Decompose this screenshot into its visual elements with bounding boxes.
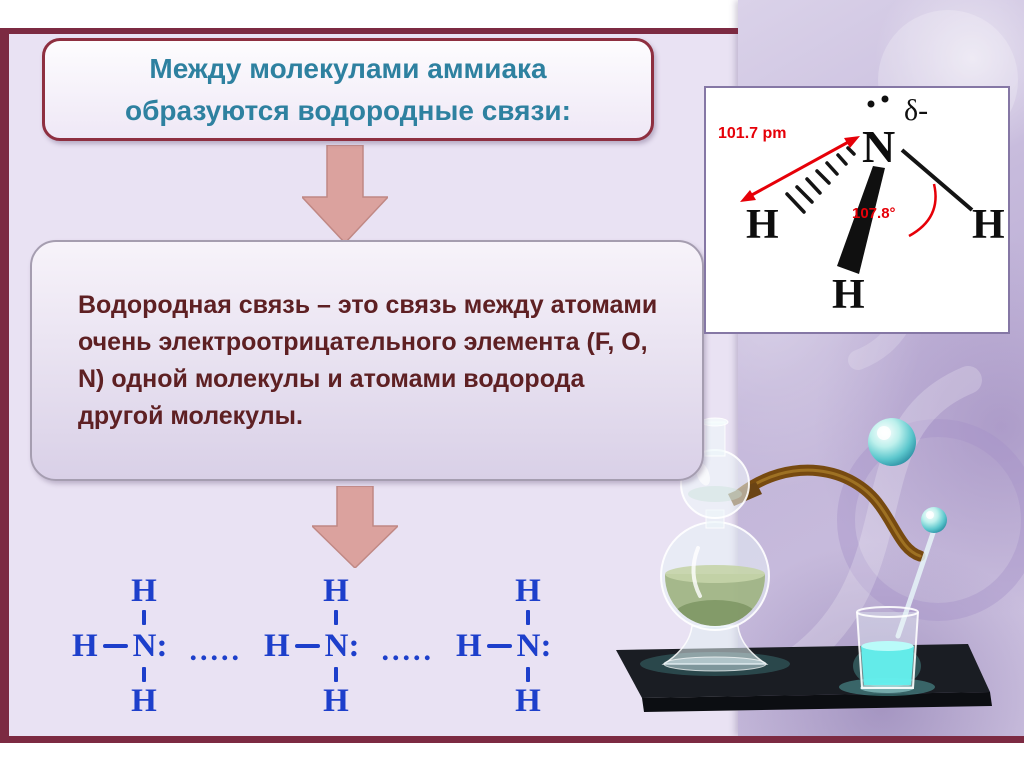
- hydrogen-bond-dots: .....: [381, 634, 434, 667]
- solid-wedge-bond: [837, 166, 885, 274]
- title-box: Между молекулами аммиака образуются водо…: [42, 38, 654, 141]
- beaker: [853, 606, 921, 689]
- n-h-bond-horizontal: [486, 644, 512, 648]
- n-h-bond-vertical: [334, 667, 338, 682]
- frame-left-bar: [0, 28, 9, 740]
- title-line-1: Между молекулами аммиака: [149, 52, 547, 84]
- hydrogen-atom-bottom: H: [131, 683, 157, 719]
- hashed-wedge-bond: [785, 146, 856, 214]
- hydrogen-atom-left: H: [72, 628, 98, 664]
- hydrogen-atom-left: H: [264, 628, 290, 664]
- bond-angle-arc: [908, 183, 937, 238]
- lone-pair-dots: [867, 95, 889, 108]
- n-h-bond-vertical: [526, 610, 530, 625]
- down-arrow-2: [312, 486, 398, 568]
- ammonia-molecule-3: H H N: H: [456, 574, 552, 718]
- frame-bottom-line: [0, 736, 1024, 743]
- n-h-bond-horizontal: [294, 644, 320, 648]
- bond-length-arrow: [740, 136, 860, 202]
- hydrogen-atom-top: H: [323, 573, 349, 609]
- ammonia-structure-svg: 101.7 pm 107.8° δ- N H H H: [718, 94, 1005, 318]
- hydrogen-label-right: H: [972, 202, 1005, 248]
- ammonia-structure-figure: 101.7 pm 107.8° δ- N H H H: [704, 86, 1010, 334]
- hydrogen-atom-left: H: [456, 628, 482, 664]
- frame-top-line: [0, 28, 738, 34]
- down-arrow-1: [302, 145, 388, 243]
- n-h-bond-vertical: [526, 667, 530, 682]
- hydrogen-atom-top: H: [131, 573, 157, 609]
- lab-apparatus-svg: [616, 417, 992, 712]
- plain-bond: [900, 148, 974, 212]
- definition-text: Водородная связь – это связь между атома…: [78, 291, 658, 430]
- bond-length-label: 101.7 pm: [718, 125, 786, 142]
- hydrogen-bond-dots: .....: [189, 634, 242, 667]
- title-line-2: образуются водородные связи:: [125, 94, 571, 126]
- hydrogen-bond-diagram: H H N: H ..... H H N: H ..... H: [72, 562, 612, 730]
- nitrogen-atom: N:: [516, 628, 552, 664]
- hydrogen-label-bottom: H: [832, 272, 865, 318]
- glass-ball-large: [868, 418, 916, 466]
- hydrogen-atom-top: H: [515, 573, 541, 609]
- nitrogen-atom: N:: [324, 628, 360, 664]
- n-h-bond-vertical: [334, 610, 338, 625]
- nitrogen-label: N: [862, 121, 895, 172]
- lab-table: [616, 644, 992, 712]
- ammonia-molecule-1: H H N: H: [72, 574, 168, 718]
- lab-apparatus-illustration: [600, 398, 1024, 736]
- glass-ball-small: [921, 507, 947, 533]
- definition-box: Водородная связь – это связь между атома…: [30, 240, 704, 481]
- n-h-bond-vertical: [142, 667, 146, 682]
- n-h-bond-horizontal: [102, 644, 128, 648]
- flask-liquid: [665, 565, 765, 626]
- hydrogen-atom-bottom: H: [515, 683, 541, 719]
- nitrogen-atom: N:: [132, 628, 168, 664]
- ammonia-molecule-2: H H N: H: [264, 574, 360, 718]
- distillation-flask: [660, 417, 770, 672]
- hydrogen-label-left: H: [746, 202, 779, 248]
- glass-rod: [895, 527, 937, 639]
- delta-label: δ-: [904, 94, 928, 127]
- hydrogen-atom-bottom: H: [323, 683, 349, 719]
- n-h-bond-vertical: [142, 610, 146, 625]
- bond-angle-label: 107.8°: [852, 205, 896, 222]
